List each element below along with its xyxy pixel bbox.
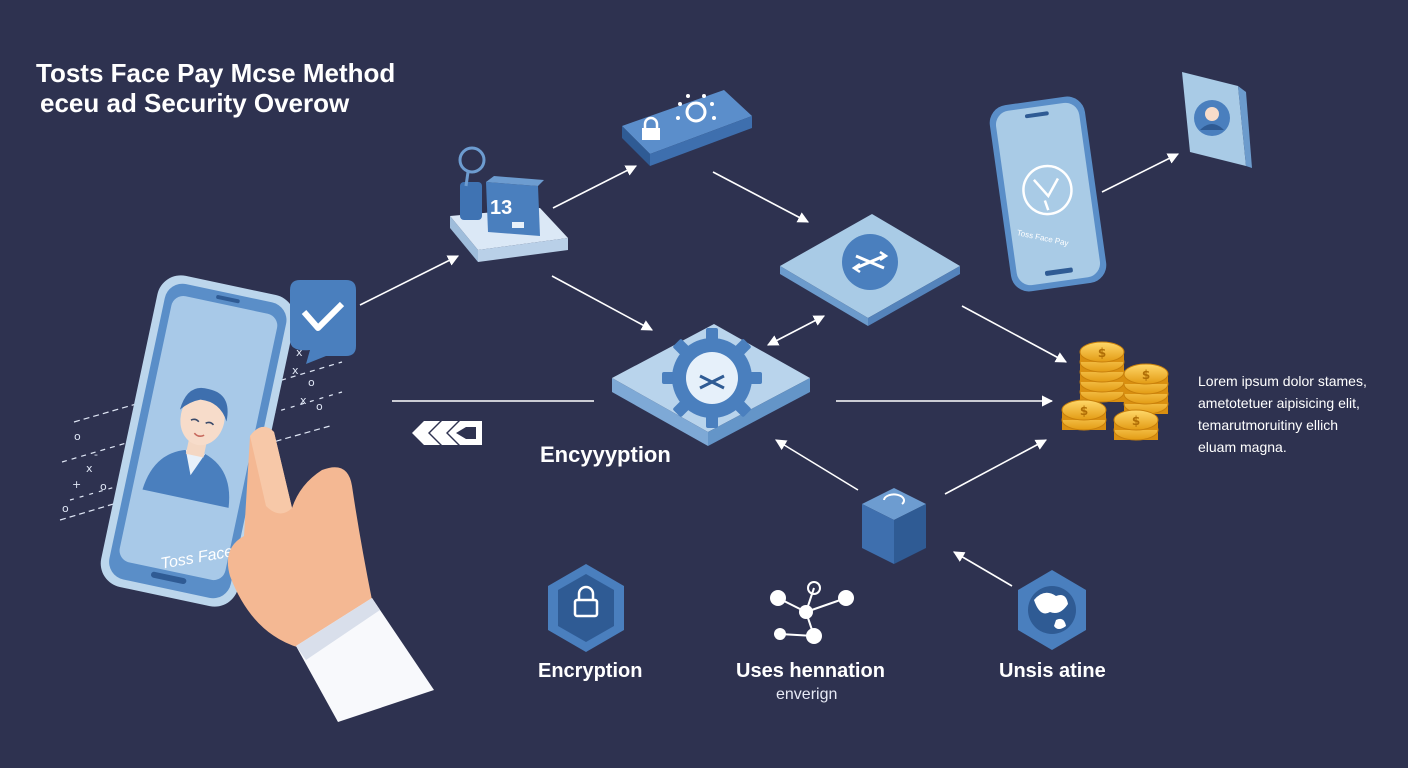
svg-text:o: o [74, 430, 81, 443]
globe-hexagon-icon [1018, 570, 1086, 650]
svg-text:x: x [86, 462, 93, 475]
connector-arrows [359, 153, 1180, 587]
page-title: Tosts Face Pay Mcse Method [36, 58, 396, 88]
network-nodes-icon [770, 581, 854, 644]
svg-text:x: x [300, 394, 307, 407]
description-line: temarutmoruitiny ellich [1198, 417, 1339, 433]
hand-icon [227, 426, 434, 722]
svg-text:x: x [296, 346, 303, 359]
encryption-center-label: Encyyyption [540, 442, 671, 467]
description-text: Lorem ipsum dolor stames, ametotetuer ai… [1198, 370, 1398, 458]
svg-text:x: x [292, 364, 299, 377]
svg-text:o: o [100, 480, 107, 493]
description-line: Lorem ipsum dolor stames, [1198, 373, 1367, 389]
svg-text:o: o [308, 376, 315, 389]
coin-symbol: $ [1080, 404, 1088, 418]
coin-symbol: $ [1098, 346, 1106, 360]
uses-sublabel: enverign [776, 686, 838, 703]
coin-symbol: $ [1142, 368, 1150, 382]
secure-tile-icon [780, 214, 960, 326]
coin [1123, 363, 1169, 385]
gear-encryption-icon [612, 324, 810, 446]
coin [1079, 341, 1125, 363]
svg-text:o: o [316, 400, 323, 413]
encryption-label: Encryption [538, 660, 643, 682]
svg-text:o: o [62, 502, 69, 515]
coin [1061, 399, 1107, 421]
description-line: ametotetuer aipisicing elit, [1198, 395, 1360, 411]
page-subtitle: eceu ad Security Overow [40, 88, 350, 118]
lock-hexagon-icon [548, 564, 624, 652]
profile-card-icon [1182, 72, 1252, 168]
motion-glyphs: oxo +-o xox ox [62, 346, 323, 515]
svg-text:-: - [94, 448, 98, 461]
terminal-icon: 13 [450, 146, 568, 262]
back-chevrons-icon [412, 421, 482, 445]
right-phone-icon: Toss Face Pay [989, 96, 1107, 292]
terminal-display: 13 [490, 197, 512, 219]
coin-symbol: $ [1132, 414, 1140, 428]
uses-label: Uses hennation [736, 660, 885, 682]
unsis-label: Unsis atine [999, 660, 1106, 682]
chat-check-icon [290, 280, 356, 364]
svg-text:+: + [72, 478, 81, 491]
lock-card-icon [622, 90, 752, 166]
coin [1113, 409, 1159, 431]
description-line: eluam magna. [1198, 439, 1287, 455]
coins-icon: $ $ $ $ [1061, 341, 1169, 441]
cube-icon [862, 488, 926, 564]
